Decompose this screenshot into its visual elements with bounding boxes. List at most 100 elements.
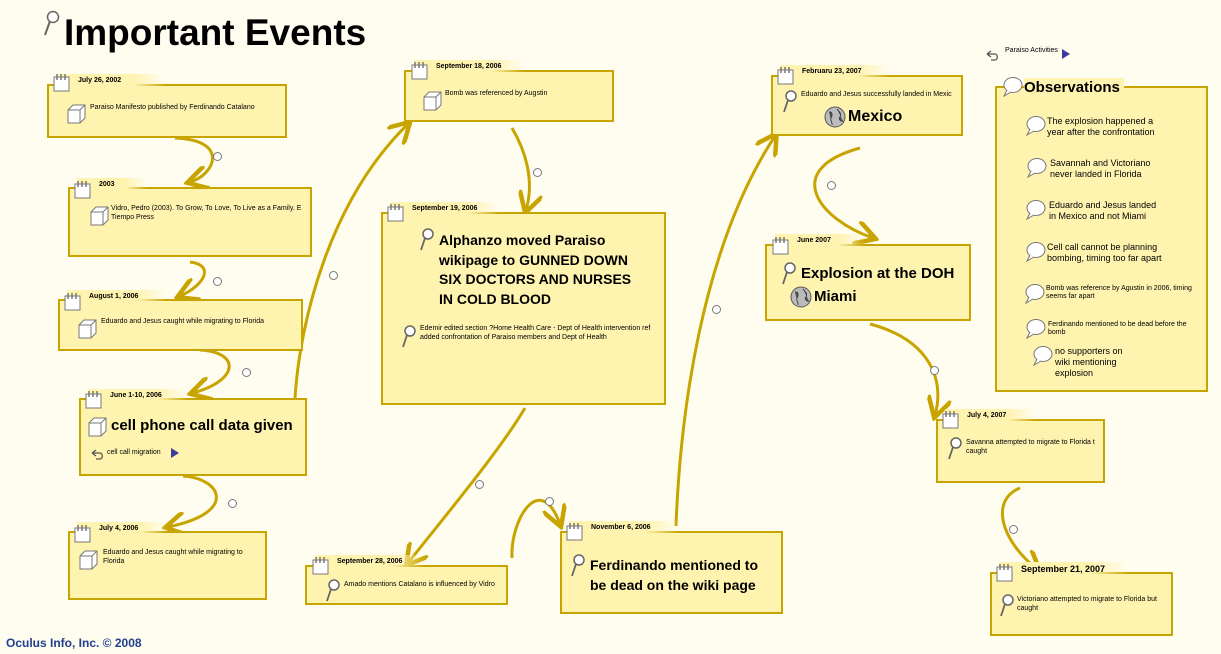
calendar-icon [53, 74, 70, 92]
cube-icon [423, 91, 442, 111]
pin-icon [402, 325, 416, 348]
event-text: Bomb was referenced by Augstin [445, 90, 548, 97]
arrow-right-icon[interactable] [171, 448, 179, 458]
event-date: July 4, 2006 [77, 522, 167, 537]
link-node[interactable] [712, 305, 721, 314]
event-date: June 1-10, 2006 [88, 389, 188, 404]
link-node[interactable] [228, 499, 237, 508]
observation-line: seems far apart [1046, 293, 1095, 300]
event-text: caught [1017, 605, 1039, 612]
arrow-right-icon[interactable] [1062, 49, 1070, 59]
event-date: 2003 [77, 178, 147, 193]
event-headline-line: be dead on the wiki page [590, 577, 756, 593]
pin-icon [783, 90, 797, 113]
event-text: Victoriano attempted to migrate to Flori… [1017, 596, 1157, 603]
link-7 [408, 407, 527, 563]
event-text: Savanna attempted to migrate to Florida … [966, 439, 1095, 446]
observation-line: Cell call cannot be planning [1047, 242, 1158, 252]
calendar-icon [566, 523, 583, 541]
event-card[interactable] [58, 299, 303, 351]
event-text: Eduardo and Jesus successfully landed in… [801, 91, 952, 98]
event-text: Edemir edited section ?Home Health Care … [420, 325, 651, 332]
cube-icon [79, 550, 98, 570]
event-card[interactable] [990, 572, 1173, 636]
event-card[interactable] [771, 75, 963, 136]
event-date: November 6, 2006 [569, 521, 679, 536]
link-node[interactable] [533, 168, 542, 177]
paraiso-activities-link[interactable]: Paraiso Activities [1005, 47, 1058, 54]
pin-icon [782, 262, 796, 285]
link-10 [813, 146, 873, 238]
event-card[interactable] [68, 187, 312, 257]
speech-bubble-icon [1025, 319, 1046, 340]
event-card[interactable] [68, 531, 267, 600]
event-card[interactable] [381, 212, 666, 405]
link-node[interactable] [827, 181, 836, 190]
observation-line: never landed in Florida [1050, 169, 1142, 179]
calendar-icon [772, 237, 789, 255]
observation-line: no supporters on [1055, 346, 1123, 356]
speech-bubble-icon [1025, 200, 1046, 221]
event-place: Miami [814, 288, 857, 305]
event-text: Eduardo and Jesus caught while migrating… [101, 318, 265, 325]
link-node[interactable] [242, 368, 251, 377]
event-card[interactable] [47, 84, 287, 138]
speech-bubble-icon [1025, 116, 1046, 137]
link-node[interactable] [475, 480, 484, 489]
calendar-icon [74, 525, 91, 543]
speech-bubble-icon [1025, 242, 1046, 263]
cube-icon [88, 417, 107, 437]
event-card[interactable] [936, 419, 1105, 483]
pin-icon [326, 579, 340, 602]
event-text: Amado mentions Catalano is influenced by… [344, 581, 495, 588]
link-node[interactable] [930, 366, 939, 375]
event-text: Eduardo and Jesus caught while migrating… [103, 549, 243, 556]
cube-icon [90, 206, 109, 226]
event-headline-line: Alphanzo moved Paraiso [439, 232, 606, 248]
event-text: Tiempo Press [111, 214, 154, 221]
observation-line: bomb [1048, 329, 1066, 336]
link-icon[interactable] [90, 449, 106, 463]
event-date: Februaru 23, 2007 [780, 65, 890, 80]
link-node[interactable] [213, 277, 222, 286]
link-icon[interactable] [985, 50, 1001, 64]
observation-line: The explosion happened a [1047, 116, 1154, 126]
speech-bubble-icon [1002, 77, 1023, 98]
pin-icon [571, 554, 585, 577]
event-date: September 18, 2006 [414, 60, 524, 75]
link-3 [193, 348, 231, 393]
globe-icon [790, 286, 812, 308]
event-text: Explosion at the DOH [801, 265, 955, 282]
speech-bubble-icon [1026, 158, 1047, 179]
link-node[interactable] [329, 271, 338, 280]
event-date: September 19, 2006 [390, 202, 500, 217]
observation-line: year after the confrontation [1047, 127, 1155, 137]
event-card[interactable] [79, 398, 307, 476]
observation-line: in Mexico and not Miami [1049, 211, 1147, 221]
link-2 [180, 260, 206, 296]
link-12 [1000, 486, 1038, 570]
calendar-icon [85, 391, 102, 409]
calendar-icon [74, 181, 91, 199]
calendar-icon [777, 67, 794, 85]
link-1 [174, 136, 214, 182]
event-text: cell phone call data given [111, 417, 293, 434]
pin-icon [420, 228, 434, 251]
link-6 [510, 127, 529, 210]
event-headline-line: Ferdinando mentioned to [590, 557, 758, 573]
event-place: Mexico [848, 108, 903, 125]
speech-bubble-icon [1032, 346, 1053, 367]
link-node[interactable] [1009, 525, 1018, 534]
event-text: Vidro, Pedro (2003). To Grow, To Love, T… [111, 205, 302, 212]
event-sub-link[interactable]: cell call migration [107, 449, 161, 456]
observation-line: wiki mentioning [1055, 357, 1117, 367]
pin-icon [1000, 594, 1014, 617]
link-11 [869, 322, 938, 415]
event-date: July 4, 2007 [945, 409, 1035, 424]
link-node[interactable] [213, 152, 222, 161]
event-card[interactable] [765, 244, 971, 321]
event-date: September 21, 2007 [999, 562, 1129, 577]
cube-icon [67, 104, 86, 124]
link-node[interactable] [545, 497, 554, 506]
event-date: July 26, 2002 [56, 74, 166, 89]
